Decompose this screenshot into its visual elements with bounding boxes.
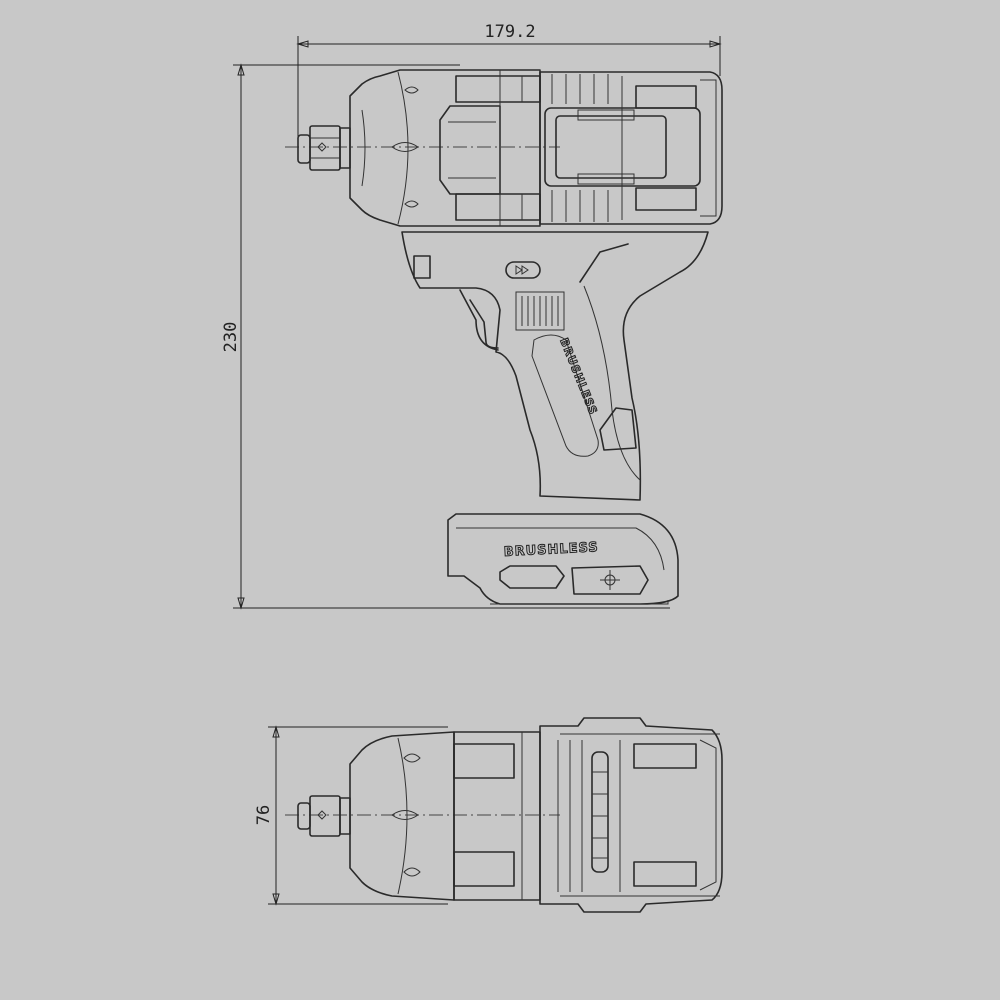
handle: BRUSHLESS xyxy=(401,231,709,501)
battery-base: BRUSHLESS xyxy=(447,513,679,605)
top-anvil xyxy=(297,795,351,837)
side-view: BRUSHLESS BRUSHLESS xyxy=(285,69,723,605)
height-label: 230 xyxy=(221,322,241,353)
top-view xyxy=(285,717,723,913)
motor-housing xyxy=(439,70,541,226)
dimension-height: 230 xyxy=(221,63,670,610)
rear-cap xyxy=(539,71,723,225)
dimension-width: 179.2 xyxy=(296,22,722,140)
vent-slots xyxy=(515,291,565,331)
anvil xyxy=(297,125,351,171)
width-label: 179.2 xyxy=(484,22,535,42)
top-rear-cap xyxy=(539,717,723,913)
top-motor-housing xyxy=(453,731,541,901)
top-hammer-case xyxy=(349,731,455,901)
hammer-case xyxy=(349,69,541,227)
depth-label: 76 xyxy=(254,805,274,825)
grip-brand-text: BRUSHLESS xyxy=(557,336,600,417)
dimension-depth: 76 xyxy=(254,725,448,906)
base-brand-text: BRUSHLESS xyxy=(503,540,599,560)
